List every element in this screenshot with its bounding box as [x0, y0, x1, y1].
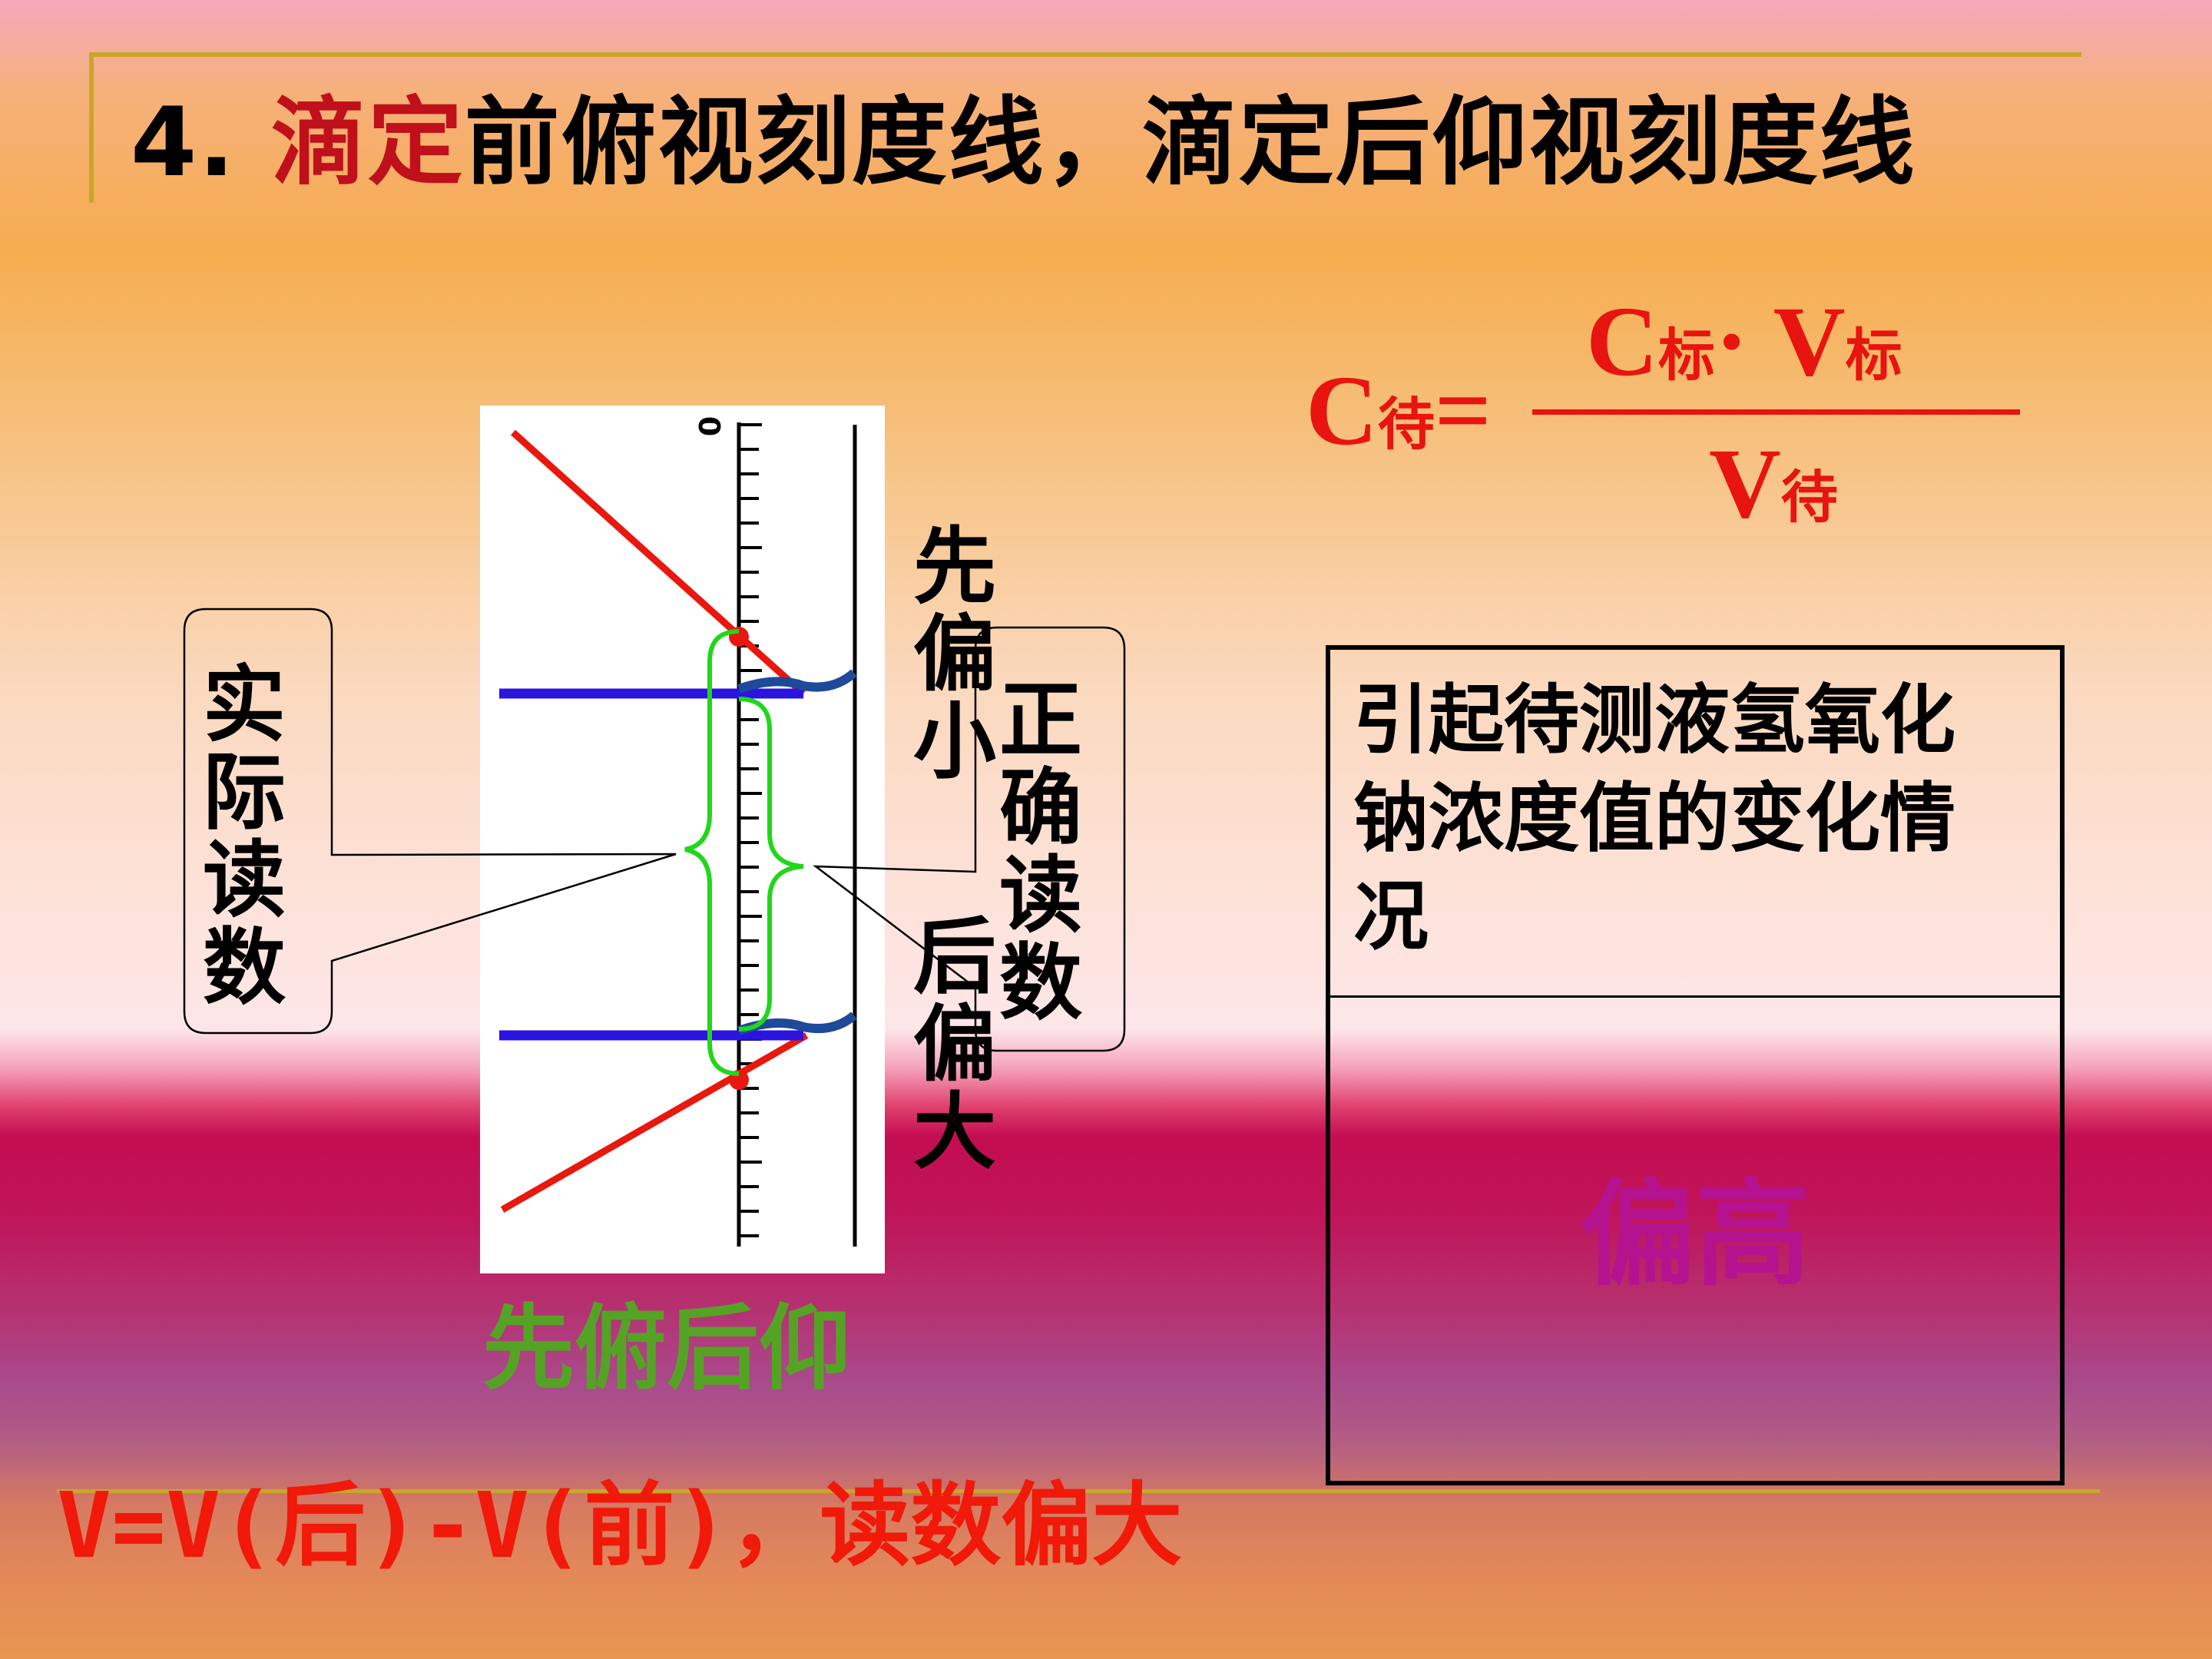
- formula-lhs: C待=: [1306, 356, 1492, 466]
- brace-actual-reading: [684, 629, 740, 1076]
- conclusion-text: V=V(后)-V(前)，读数偏大: [57, 1472, 1183, 1578]
- title-number: 4.: [131, 88, 237, 198]
- effect-box-divider: [1330, 995, 2060, 998]
- actual-reading-label: 实际读数: [202, 657, 286, 1016]
- effect-box: 引起待测液氢氧化钠浓度值的变化情况 偏高: [1326, 645, 2065, 1485]
- method-label: 先俯后仰: [482, 1296, 851, 1402]
- sight-line-after: [500, 1032, 809, 1213]
- title-highlight: 滴定: [270, 88, 465, 198]
- callout-correct-reading: [813, 626, 1126, 1052]
- meniscus-curve-before: [737, 669, 857, 694]
- bottom-rule: [57, 1489, 2100, 1493]
- correct-reading-label: 正确读数: [998, 673, 1082, 1031]
- page-title: 4. 滴定前俯视刻度线，滴定后仰视刻度线: [131, 91, 1916, 195]
- after-large-label: 后偏大: [912, 909, 996, 1181]
- title-rest: 前俯视刻度线，滴定后仰视刻度线: [464, 88, 1916, 198]
- brace-correct-reading: [738, 697, 804, 1031]
- formula-numerator: C标· V标: [1586, 286, 1902, 397]
- fraction-bar: [1532, 409, 2020, 415]
- left-rule: [89, 52, 94, 203]
- concentration-formula: C待= C标· V标 V待: [1306, 286, 2035, 553]
- sight-line-before: [510, 429, 806, 697]
- callout-actual-reading: [183, 608, 677, 1035]
- effect-answer: 偏高: [1579, 1168, 1810, 1302]
- zero-label: 0: [694, 416, 727, 436]
- first-small-label: 先偏小: [912, 519, 996, 790]
- diagram-panel: [480, 406, 885, 1273]
- formula-denominator: V待: [1709, 429, 1838, 539]
- top-rule: [91, 52, 2081, 57]
- effect-question: 引起待测液氢氧化钠浓度值的变化情况: [1353, 677, 1956, 961]
